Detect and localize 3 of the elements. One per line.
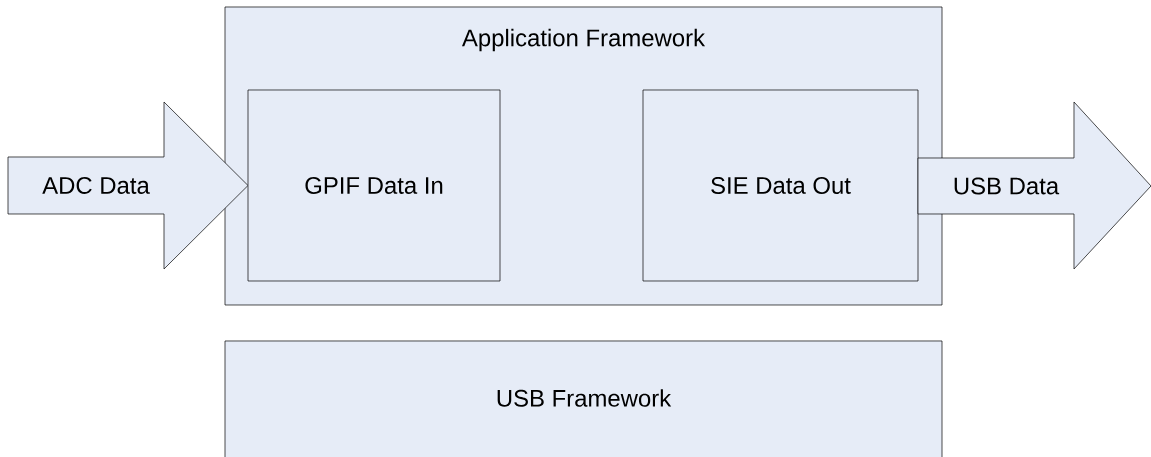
process-box: SIE Data Out <box>642 89 919 282</box>
framework-box: USB Framework <box>224 340 943 457</box>
process-box: GPIF Data In <box>247 89 501 282</box>
